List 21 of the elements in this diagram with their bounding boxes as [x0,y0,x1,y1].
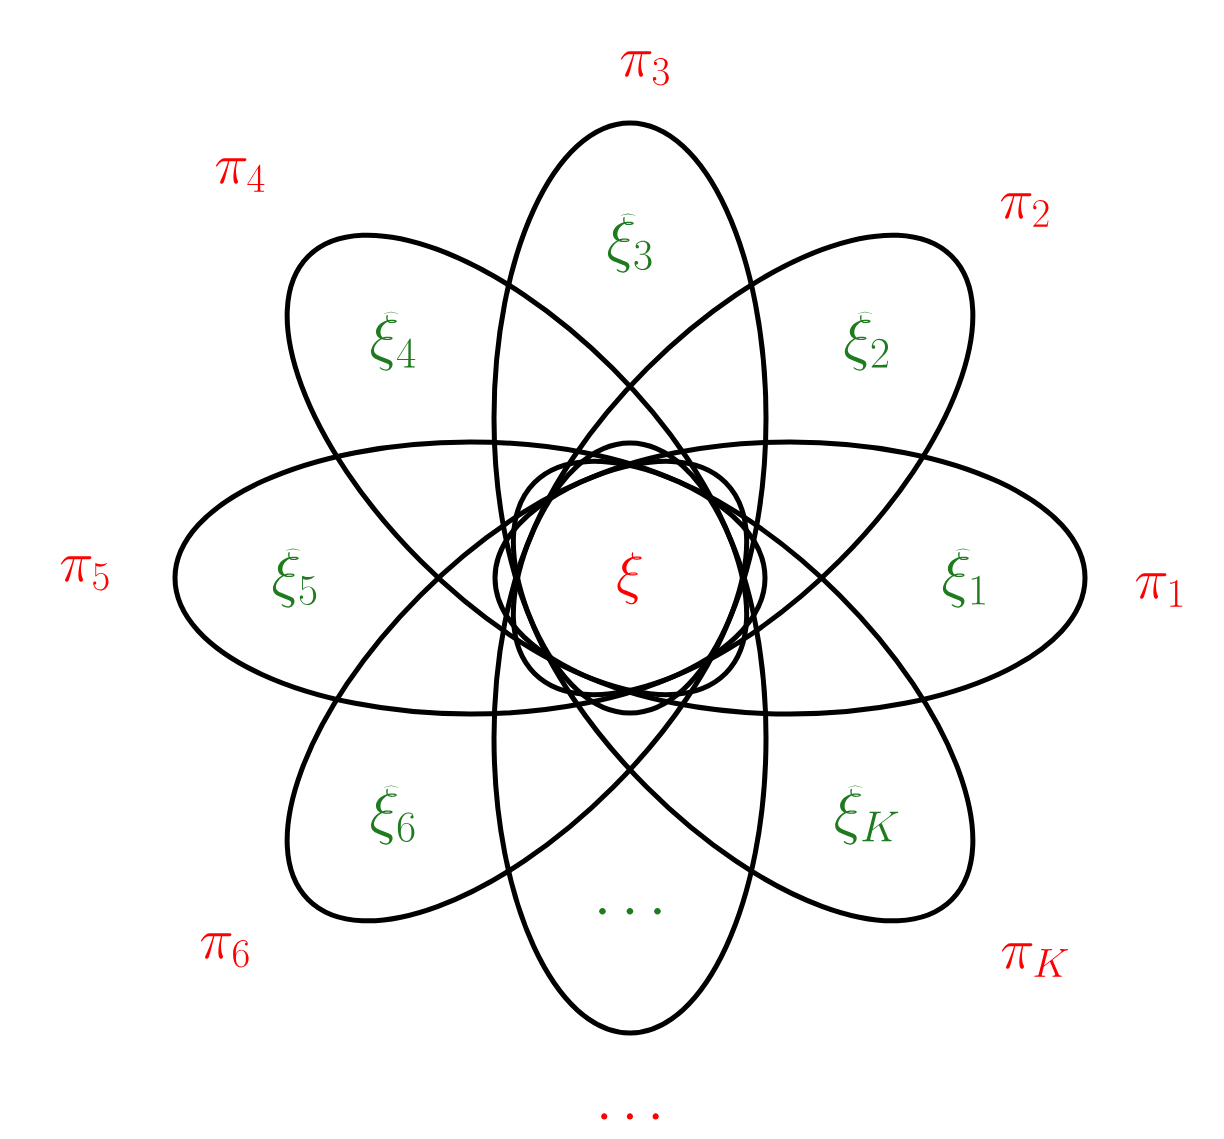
petal-ellipse [491,120,769,716]
center-label: $\xi$ [617,552,642,605]
petal-label: $\widehat{\xi}_1$ [942,548,985,608]
petal-label: $\widehat{\xi}_6$ [371,785,415,845]
petal-ellipse [172,439,768,717]
petal-label: $\widehat{\xi}_3$ [607,213,652,273]
outer-label: $\pi_6$ [200,933,249,968]
outer-label: $\pi_K$ [1001,943,1068,977]
petal-label: $\widehat{\xi}_4$ [371,311,416,371]
petal-label: $\cdots$ [599,908,661,915]
outer-label: $\pi_4$ [215,158,265,192]
outer-label: $\pi_2$ [1000,193,1049,227]
petal-ellipse [492,439,1088,717]
petal-label: $\widehat{\xi}_2$ [844,311,889,371]
outer-label: $\pi_5$ [60,556,109,591]
petal-label: $\widehat{\xi}_K$ [835,785,899,845]
petal-ellipse [491,440,769,1036]
outer-label: $\pi_3$ [620,51,669,86]
petal-label: $\widehat{\xi}_5$ [272,548,317,608]
outer-label: $\pi_1$ [1135,573,1183,607]
outer-label: $\cdots$ [601,1113,659,1120]
